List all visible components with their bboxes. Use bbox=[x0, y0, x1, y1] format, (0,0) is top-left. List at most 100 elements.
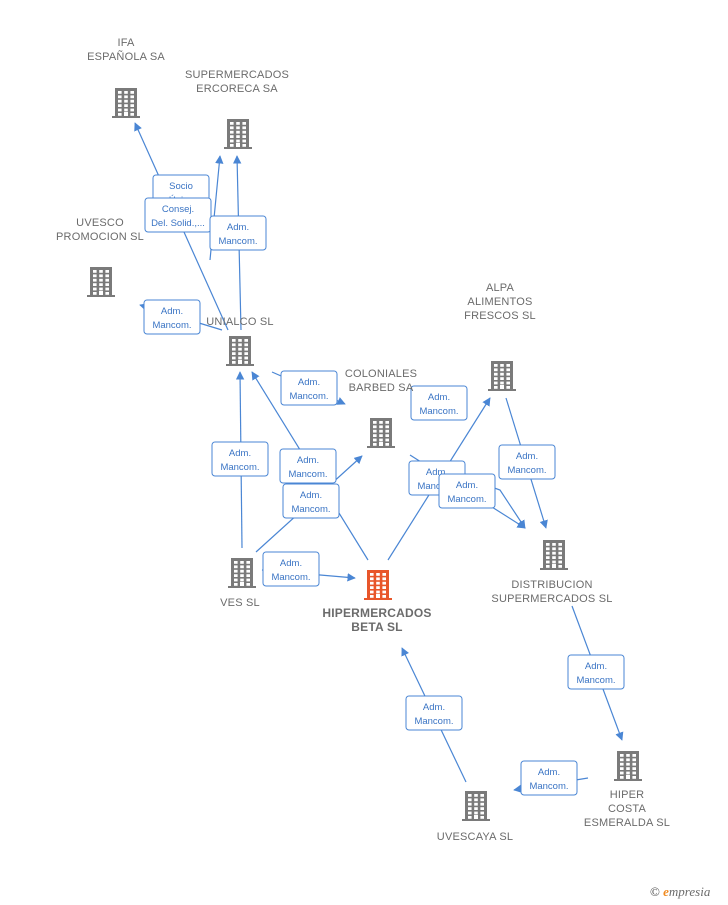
node-label-uvescaya: UVESCAYA SL bbox=[437, 831, 513, 843]
building-icon bbox=[540, 540, 568, 570]
edge-label-text: Mancom. bbox=[291, 504, 330, 515]
node-hipercosta[interactable]: HIPER COSTA ESMERALDA SL bbox=[584, 751, 670, 829]
edge-label-text: Adm. bbox=[585, 661, 607, 672]
node-label-uvesco: PROMOCION SL bbox=[56, 231, 144, 243]
edge-label-text: Mancom. bbox=[576, 675, 615, 686]
edge-label-text: Adm. bbox=[229, 448, 251, 459]
building-icon bbox=[224, 119, 252, 149]
edge-label-text: Adm. bbox=[300, 490, 322, 501]
edge-label-box bbox=[498, 444, 556, 480]
edge-label-text: Mancom. bbox=[529, 781, 568, 792]
edge-label-ves-unialco[interactable]: Adm. Mancom. bbox=[211, 441, 269, 477]
building-icon bbox=[367, 418, 395, 448]
edge-label-uvescaya-hiper[interactable]: Adm. Mancom. bbox=[405, 695, 463, 731]
edge-label-unialco-coloniales[interactable]: Adm. Mancom. bbox=[280, 370, 338, 406]
node-uvesco[interactable]: UVESCO PROMOCION SL bbox=[56, 217, 144, 297]
edge-label-unialco-ercoreca-2[interactable]: Adm. Mancom. bbox=[209, 215, 267, 251]
node-uvescaya[interactable]: UVESCAYA SL bbox=[437, 791, 513, 843]
edge-label-text: Mancom. bbox=[289, 391, 328, 402]
edge-label-hipercosta-uvescaya[interactable]: Adm. Mancom. bbox=[520, 760, 578, 796]
edge-label-text: Mancom. bbox=[507, 465, 546, 476]
edge-label-text: Adm. bbox=[298, 377, 320, 388]
node-label-hiper: BETA SL bbox=[351, 620, 402, 634]
edge-label-text: Mancom. bbox=[152, 320, 191, 331]
edge-label-text: Mancom. bbox=[288, 469, 327, 480]
copyright-icon: © bbox=[650, 884, 660, 899]
edge-label-text: Consej. bbox=[162, 204, 194, 215]
node-label-alpa: FRESCOS SL bbox=[464, 310, 536, 322]
edge-label-text: Mancom. bbox=[220, 462, 259, 473]
edge-label-ves-coloniales[interactable]: Adm. Mancom. bbox=[282, 483, 340, 519]
building-icon bbox=[228, 558, 256, 588]
edge-label-text: Adm. bbox=[538, 767, 560, 778]
edge-label-box bbox=[144, 197, 212, 233]
edge-label-box bbox=[279, 448, 337, 484]
edge-label-box bbox=[262, 551, 320, 587]
edge-label-distribucion-hipercosta[interactable]: Adm. Mancom. bbox=[567, 654, 625, 690]
node-label-distribucion: SUPERMERCADOS SL bbox=[491, 593, 612, 605]
node-distribucion[interactable]: DISTRIBUCION SUPERMERCADOS SL bbox=[491, 540, 612, 605]
node-label-alpa: ALIMENTOS bbox=[467, 296, 532, 308]
brand-name: mpresia bbox=[668, 884, 711, 899]
building-icon bbox=[87, 267, 115, 297]
node-label-uvesco: UVESCO bbox=[76, 217, 124, 229]
edge-label-text: Socio bbox=[169, 181, 193, 192]
node-label-unialco: UNIALCO SL bbox=[206, 316, 273, 328]
edge-label-text: Mancom. bbox=[271, 572, 310, 583]
edge-label-unialco-uvesco[interactable]: Adm. Mancom. bbox=[143, 299, 201, 335]
edge-label-text: Adm. bbox=[428, 392, 450, 403]
node-label-alpa: ALPA bbox=[486, 282, 515, 294]
edge-label-text: Adm. bbox=[516, 451, 538, 462]
edge-label-text: Adm. bbox=[423, 702, 445, 713]
node-coloniales[interactable]: COLONIALES BARBED SA bbox=[345, 368, 417, 448]
edge-label-hiper-unialco[interactable]: Adm. Mancom. bbox=[279, 448, 337, 484]
node-label-coloniales: BARBED SA bbox=[349, 382, 414, 394]
building-icon bbox=[112, 88, 140, 118]
edge-label-text: Mancom. bbox=[447, 494, 486, 505]
building-icon bbox=[462, 791, 490, 821]
node-label-distribucion: DISTRIBUCION bbox=[511, 579, 592, 591]
node-label-coloniales: COLONIALES bbox=[345, 368, 417, 380]
edge-label-box bbox=[280, 370, 338, 406]
node-label-ves: VES SL bbox=[220, 597, 260, 609]
node-label-hipercosta: ESMERALDA SL bbox=[584, 817, 670, 829]
brand-initial: e bbox=[663, 884, 669, 899]
edge-label-alpa-distribucion[interactable]: Adm. Mancom. bbox=[498, 444, 556, 480]
building-icon bbox=[226, 336, 254, 366]
edge-label-text: Adm. bbox=[280, 558, 302, 569]
node-label-ercoreca: SUPERMERCADOS bbox=[185, 69, 289, 81]
edge-label-text: Adm. bbox=[297, 455, 319, 466]
edge-label-hiper-alpa[interactable]: Adm. Mancom. bbox=[410, 385, 468, 421]
edge-label-box bbox=[211, 441, 269, 477]
edge-label-box bbox=[209, 215, 267, 251]
edge-label-text: Mancom. bbox=[414, 716, 453, 727]
edge-label-unialco-ercoreca-1[interactable]: Consej. Del. Solid.,... bbox=[144, 197, 212, 233]
node-unialco[interactable]: UNIALCO SL bbox=[206, 316, 274, 366]
building-icon bbox=[364, 570, 392, 600]
edge-label-text: Mancom. bbox=[417, 481, 456, 492]
node-label-ercoreca: ERCORECA SA bbox=[196, 83, 278, 95]
edge-label-box bbox=[438, 473, 496, 509]
edge-label-coloniales-distribucion-2[interactable]: Adm.Mancom. bbox=[438, 473, 496, 509]
empresia-watermark: © empresia bbox=[650, 884, 710, 900]
edge-label-box bbox=[520, 760, 578, 796]
edge-label-text: Mancom. bbox=[419, 406, 458, 417]
building-icon bbox=[488, 361, 516, 391]
edge-label-ves-hiper[interactable]: Adm. Mancom. bbox=[262, 551, 320, 587]
edge-label-text: Adm. bbox=[426, 467, 448, 478]
edge-label-text: Mancom. bbox=[218, 236, 257, 247]
node-alpa[interactable]: ALPA ALIMENTOS FRESCOS SL bbox=[464, 282, 536, 391]
edge-label-text: Adm. bbox=[161, 306, 183, 317]
node-label-hipercosta: HIPER bbox=[610, 789, 645, 801]
edge-label-box bbox=[410, 385, 468, 421]
node-ves[interactable]: VES SL bbox=[220, 558, 260, 609]
node-label-hipercosta: COSTA bbox=[608, 803, 647, 815]
edge-label-box bbox=[567, 654, 625, 690]
node-ercoreca[interactable]: SUPERMERCADOS ERCORECA SA bbox=[185, 69, 289, 149]
edge-label-text: Adm. bbox=[227, 222, 249, 233]
edge-label-box bbox=[405, 695, 463, 731]
edge-label-text: Del. Solid.,... bbox=[151, 218, 205, 229]
